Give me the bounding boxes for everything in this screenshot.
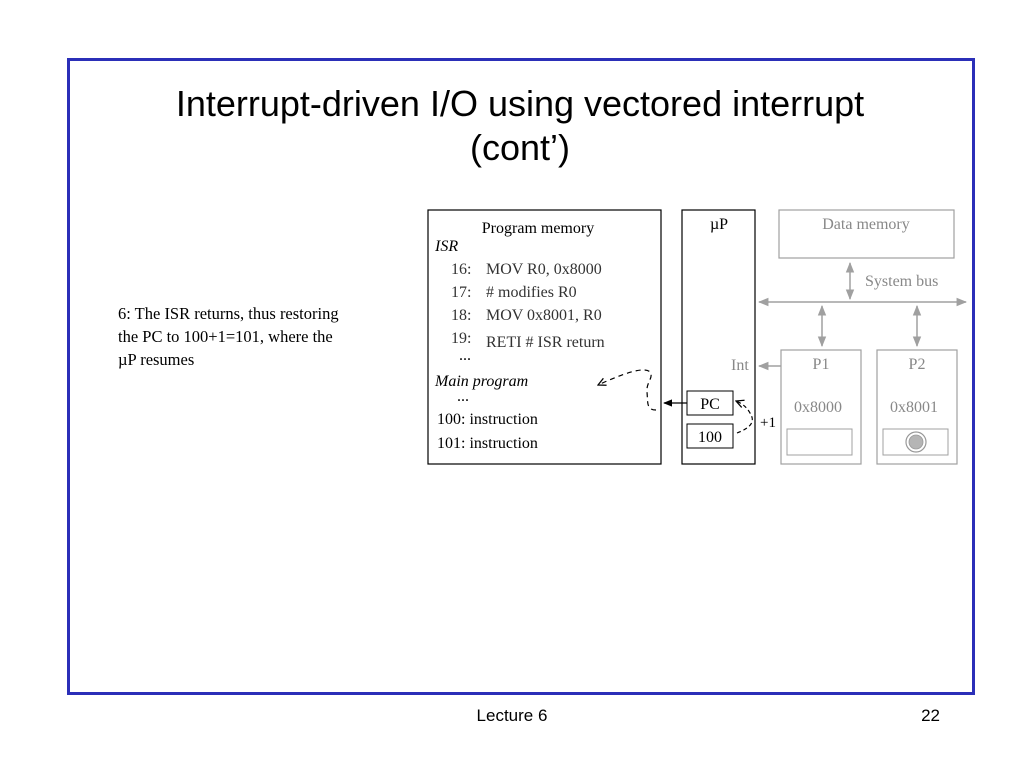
pc-value-box xyxy=(686,423,734,449)
step-caption: 6: The ISR returns, thus restoring the P… xyxy=(118,302,408,371)
isr-code-lines: 16: MOV R0, 0x8000 17: # modifies R0 18:… xyxy=(451,261,605,351)
isr-line-code: MOV R0, 0x8000 xyxy=(486,261,602,278)
isr-line-code: RETI # ISR return xyxy=(486,334,605,351)
increment-label: +1 xyxy=(760,415,776,431)
pc-register xyxy=(686,390,734,416)
title-line-1: Interrupt-driven I/O using vectored inte… xyxy=(175,83,865,124)
caption-line-2: the PC to 100+1=101, where the xyxy=(118,327,333,346)
return-dashed-arrow xyxy=(598,369,657,411)
microprocessor-label: µP xyxy=(710,216,728,233)
title-line-2: (cont’) xyxy=(469,127,571,168)
peripheral-label: P2 xyxy=(909,356,926,373)
data-memory-label: Data memory xyxy=(822,216,910,233)
peripheral-label: P1 xyxy=(813,356,830,373)
main-program-label: Main program xyxy=(434,373,528,390)
isr-line-num: 19: xyxy=(451,330,471,347)
peripheral-address: 0x8001 xyxy=(890,399,938,416)
pc-value: 100 xyxy=(698,429,722,446)
footer-lecture: Lecture 6 xyxy=(476,706,548,725)
program-memory-box xyxy=(427,209,662,465)
isr-line-num: 17: xyxy=(451,284,471,301)
isr-line-code: MOV 0x8001, R0 xyxy=(486,307,602,324)
peripheral-address: 0x8000 xyxy=(794,399,842,416)
main-line: 101: instruction xyxy=(437,435,538,452)
main-line: 100: instruction xyxy=(437,411,538,428)
increment-dashed-arrow xyxy=(736,401,753,434)
isr-line-code: # modifies R0 xyxy=(486,284,577,301)
page-number: 22 xyxy=(921,706,940,725)
caption-line-1: 6: The ISR returns, thus restoring xyxy=(118,304,339,323)
int-label: Int xyxy=(731,357,749,374)
isr-line-num: 18: xyxy=(451,307,471,324)
data-memory-box xyxy=(778,209,955,259)
program-memory-label: Program memory xyxy=(482,220,594,237)
pc-label: PC xyxy=(700,396,720,413)
p2-indicator-inner xyxy=(908,434,924,450)
microprocessor-box xyxy=(681,209,756,465)
caption-line-3: µP resumes xyxy=(118,350,195,369)
slide-frame xyxy=(67,58,975,695)
ellipsis: ... xyxy=(459,347,471,364)
isr-line-num: 16: xyxy=(451,261,471,278)
p1-register xyxy=(786,428,853,456)
slide-title: Interrupt-driven I/O using vectored inte… xyxy=(100,82,940,170)
isr-label: ISR xyxy=(434,238,458,255)
system-bus-label: System bus xyxy=(865,273,938,290)
ellipsis: ... xyxy=(457,388,469,405)
